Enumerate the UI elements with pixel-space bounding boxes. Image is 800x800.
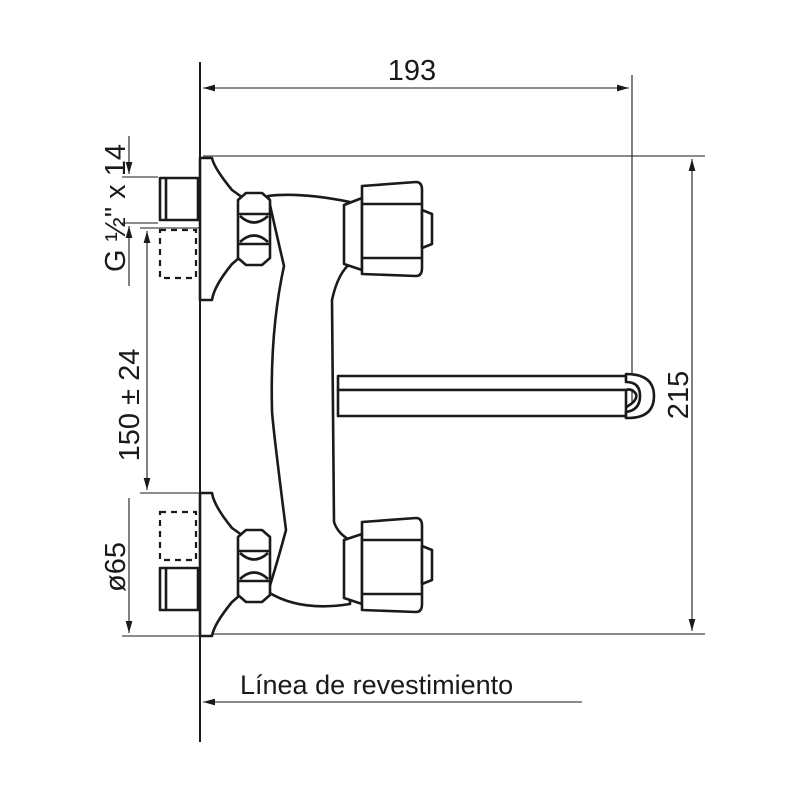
upper-valve-stem bbox=[342, 196, 364, 272]
faucet-body bbox=[158, 156, 656, 638]
height-dimension: 215 bbox=[203, 155, 705, 635]
thread-dimension: G ½" x 14 bbox=[100, 136, 158, 286]
upper-hex-nut bbox=[236, 191, 272, 267]
thread-dimension-label: G ½" x 14 bbox=[100, 144, 132, 272]
center-distance-label: 150 ± 24 bbox=[114, 349, 146, 462]
escutcheon-dimension-label: ø65 bbox=[100, 542, 132, 592]
center-distance-dimension: 150 ± 24 bbox=[114, 227, 212, 494]
lower-hex-nut bbox=[236, 528, 272, 604]
lower-valve-stem bbox=[342, 532, 364, 606]
spout-tip bbox=[624, 372, 656, 420]
upper-hidden-nipple bbox=[158, 228, 198, 280]
width-dimension: 193 bbox=[203, 55, 633, 412]
escutcheon-dimension: ø65 bbox=[100, 498, 208, 637]
width-dimension-label: 193 bbox=[388, 55, 436, 87]
wall-line-label: Línea de revestimiento bbox=[240, 670, 513, 700]
upper-handle bbox=[360, 180, 434, 278]
lower-handle bbox=[360, 516, 434, 614]
height-dimension-label: 215 bbox=[663, 371, 695, 419]
lower-hidden-nipple bbox=[158, 510, 198, 562]
wall-line-callout: Línea de revestimiento bbox=[203, 670, 582, 706]
